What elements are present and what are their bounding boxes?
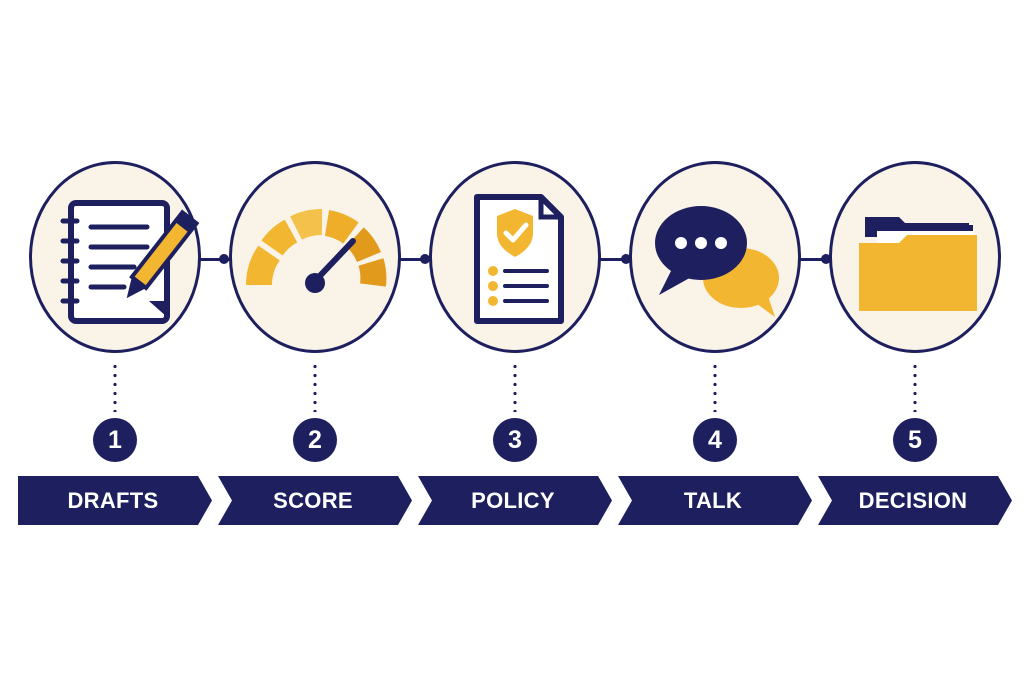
connector-2-3 <box>393 258 435 261</box>
step-talk: 4 TALK <box>618 0 818 683</box>
step-label-banner: TALK <box>618 476 818 525</box>
connector-dot <box>420 254 430 264</box>
step-label: DRAFTS <box>67 488 159 513</box>
dotted-leader <box>713 362 717 412</box>
connector-dot <box>219 254 229 264</box>
step-label-banner: POLICY <box>418 476 618 525</box>
step-number: 3 <box>493 418 537 462</box>
step-policy: 3 POLICY <box>418 0 618 683</box>
step-drafts: 1 DRAFTS <box>18 0 218 683</box>
step-number: 5 <box>893 418 937 462</box>
step-decision: 5 DECISION <box>818 0 1018 683</box>
dotted-leader <box>913 362 917 412</box>
connector-3-4 <box>593 258 635 261</box>
step-score: 2 SCORE <box>218 0 418 683</box>
step-number: 2 <box>293 418 337 462</box>
dotted-leader <box>313 362 317 412</box>
dotted-leader <box>513 362 517 412</box>
gauge-icon <box>245 209 387 293</box>
step-label: DECISION <box>858 488 968 513</box>
step-label-banner: SCORE <box>218 476 418 525</box>
chat-bubbles-icon <box>655 206 779 317</box>
step-number: 4 <box>693 418 737 462</box>
folder-icon <box>859 217 977 311</box>
connector-dot <box>821 254 831 264</box>
step-label: TALK <box>683 488 743 513</box>
step-number: 1 <box>93 418 137 462</box>
dotted-leader <box>113 362 117 412</box>
policy-document-shield-icon <box>474 194 564 324</box>
notebook-pencil-icon <box>60 200 200 324</box>
step-label: POLICY <box>471 488 555 513</box>
step-label: SCORE <box>273 488 353 513</box>
connector-dot <box>621 254 631 264</box>
step-label-banner: DECISION <box>818 476 1018 525</box>
connector-1-2 <box>193 258 235 261</box>
connector-4-5 <box>793 258 835 261</box>
step-label-banner: DRAFTS <box>18 476 218 525</box>
